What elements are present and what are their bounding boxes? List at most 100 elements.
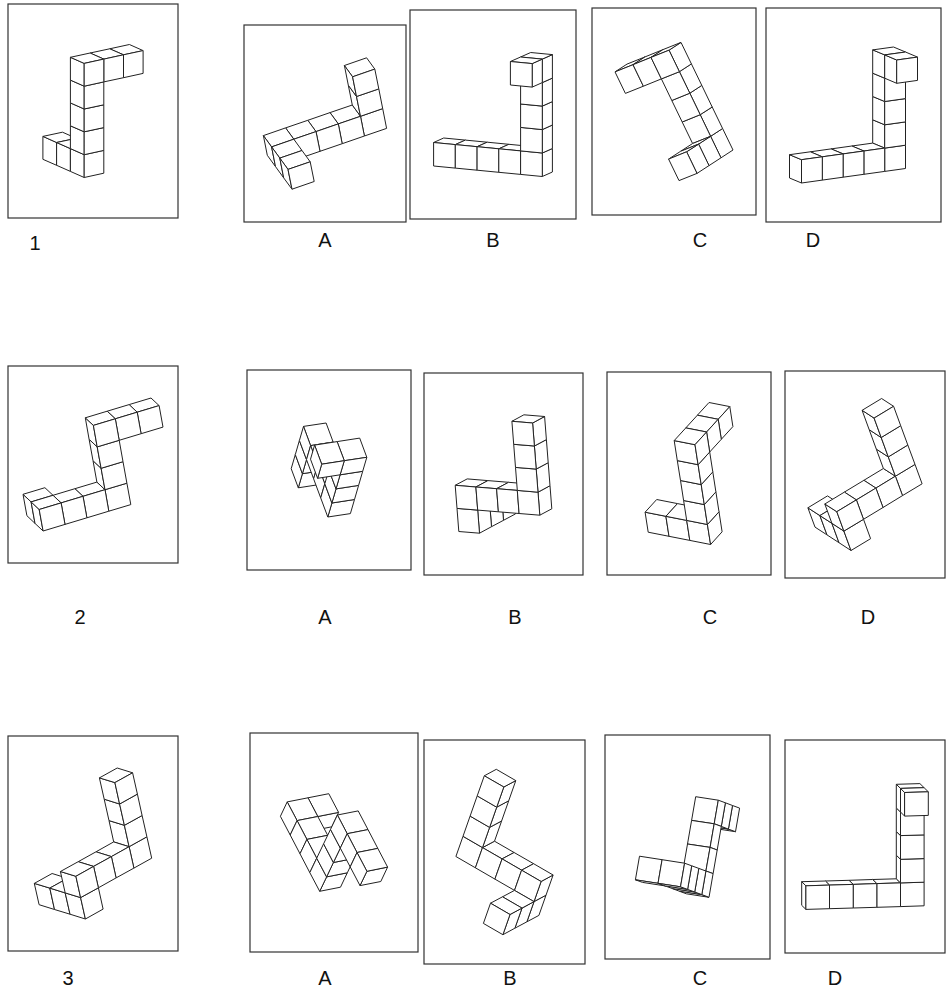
figure-frame	[8, 736, 178, 951]
cube-face	[521, 104, 543, 130]
figure-frame	[424, 373, 583, 575]
cube-face	[497, 489, 519, 514]
cube-face	[897, 57, 918, 83]
cube-figure	[808, 399, 922, 551]
cube-face	[476, 487, 499, 512]
figure-label: C	[693, 968, 707, 988]
figure-frame	[607, 372, 771, 575]
cube-face	[455, 145, 477, 171]
cube-face	[353, 69, 379, 96]
figure-label: 2	[74, 607, 85, 627]
cube-face	[822, 154, 843, 180]
cube-figure	[263, 58, 386, 189]
cube-face	[455, 485, 478, 510]
figure-frame	[785, 740, 945, 953]
figure-frame	[8, 366, 178, 563]
cube-face	[124, 51, 144, 78]
figure-frame	[766, 8, 941, 222]
figure-label: D	[861, 607, 875, 627]
cube-face	[39, 503, 65, 531]
figure-label: D	[806, 230, 820, 250]
cube-figure	[23, 398, 163, 531]
cube-face	[843, 151, 864, 177]
cube-face	[885, 99, 906, 125]
cube-face	[874, 406, 901, 437]
cube-face	[688, 820, 715, 847]
figure-frame	[605, 735, 770, 959]
cube-figure	[291, 423, 367, 517]
cube-face	[885, 122, 906, 148]
cube-face	[714, 800, 725, 826]
cube-face	[512, 421, 535, 446]
cube-face	[837, 500, 864, 531]
cube-face	[706, 847, 717, 873]
cube-face	[499, 149, 521, 175]
cube-figure	[43, 45, 143, 178]
cube-face	[905, 792, 929, 816]
figure-label: D	[828, 968, 842, 988]
figure-frame	[244, 25, 406, 222]
figure-label: C	[693, 230, 707, 250]
cube-face	[477, 147, 499, 173]
cube-face	[288, 162, 314, 189]
figure-frame	[592, 8, 756, 215]
cube-face	[806, 885, 830, 909]
cube-face	[681, 863, 692, 889]
cube-figure	[635, 797, 739, 898]
cube-figure	[456, 769, 553, 934]
figure-label: B	[486, 230, 499, 250]
figure-frame	[785, 371, 945, 578]
cube-figure	[790, 47, 918, 183]
cube-face	[483, 903, 510, 935]
cube-face	[877, 883, 901, 907]
cube-face	[651, 50, 679, 79]
cube-face	[669, 152, 697, 181]
figure-label: C	[703, 607, 717, 627]
cube-figure	[455, 415, 552, 533]
cube-face	[457, 508, 480, 533]
cube-face	[83, 490, 109, 518]
cube-face	[84, 59, 104, 86]
figure-label: B	[503, 968, 516, 988]
cube-face	[901, 859, 925, 883]
cube-face	[137, 406, 163, 434]
cube-face	[477, 776, 504, 807]
figure-label: A	[318, 607, 331, 627]
cube-face	[311, 445, 322, 478]
cube-face	[104, 55, 124, 82]
cube-face	[115, 773, 137, 804]
cube-figure	[280, 794, 387, 892]
cube-figure	[802, 784, 929, 910]
figure-label: A	[318, 968, 331, 988]
cube-face	[635, 856, 662, 883]
cube-face	[316, 124, 342, 151]
cube-face	[885, 145, 906, 171]
cube-face	[514, 444, 537, 469]
figure-label: A	[318, 230, 331, 250]
cube-face	[521, 151, 543, 177]
cube-figure	[645, 403, 733, 545]
cube-face	[521, 127, 543, 153]
cube-face	[692, 797, 719, 824]
cube-face	[76, 866, 99, 897]
cube-face	[93, 419, 119, 447]
cube-face	[115, 412, 141, 440]
cube-face	[434, 143, 456, 169]
cube-face	[710, 824, 721, 850]
cube-figure	[34, 768, 151, 919]
figure-frame	[410, 10, 576, 219]
figure-label: B	[508, 607, 521, 627]
cube-face	[853, 884, 877, 908]
cube-figure	[434, 53, 553, 177]
figure-frame	[250, 733, 418, 952]
figure-label: 3	[62, 968, 73, 988]
cube-face	[802, 157, 823, 183]
cube-face	[695, 432, 710, 465]
cube-face	[517, 490, 540, 515]
cube-face	[901, 882, 925, 906]
figure-frame	[424, 740, 585, 964]
figure-frame	[247, 370, 411, 570]
cube-figure	[615, 42, 733, 180]
